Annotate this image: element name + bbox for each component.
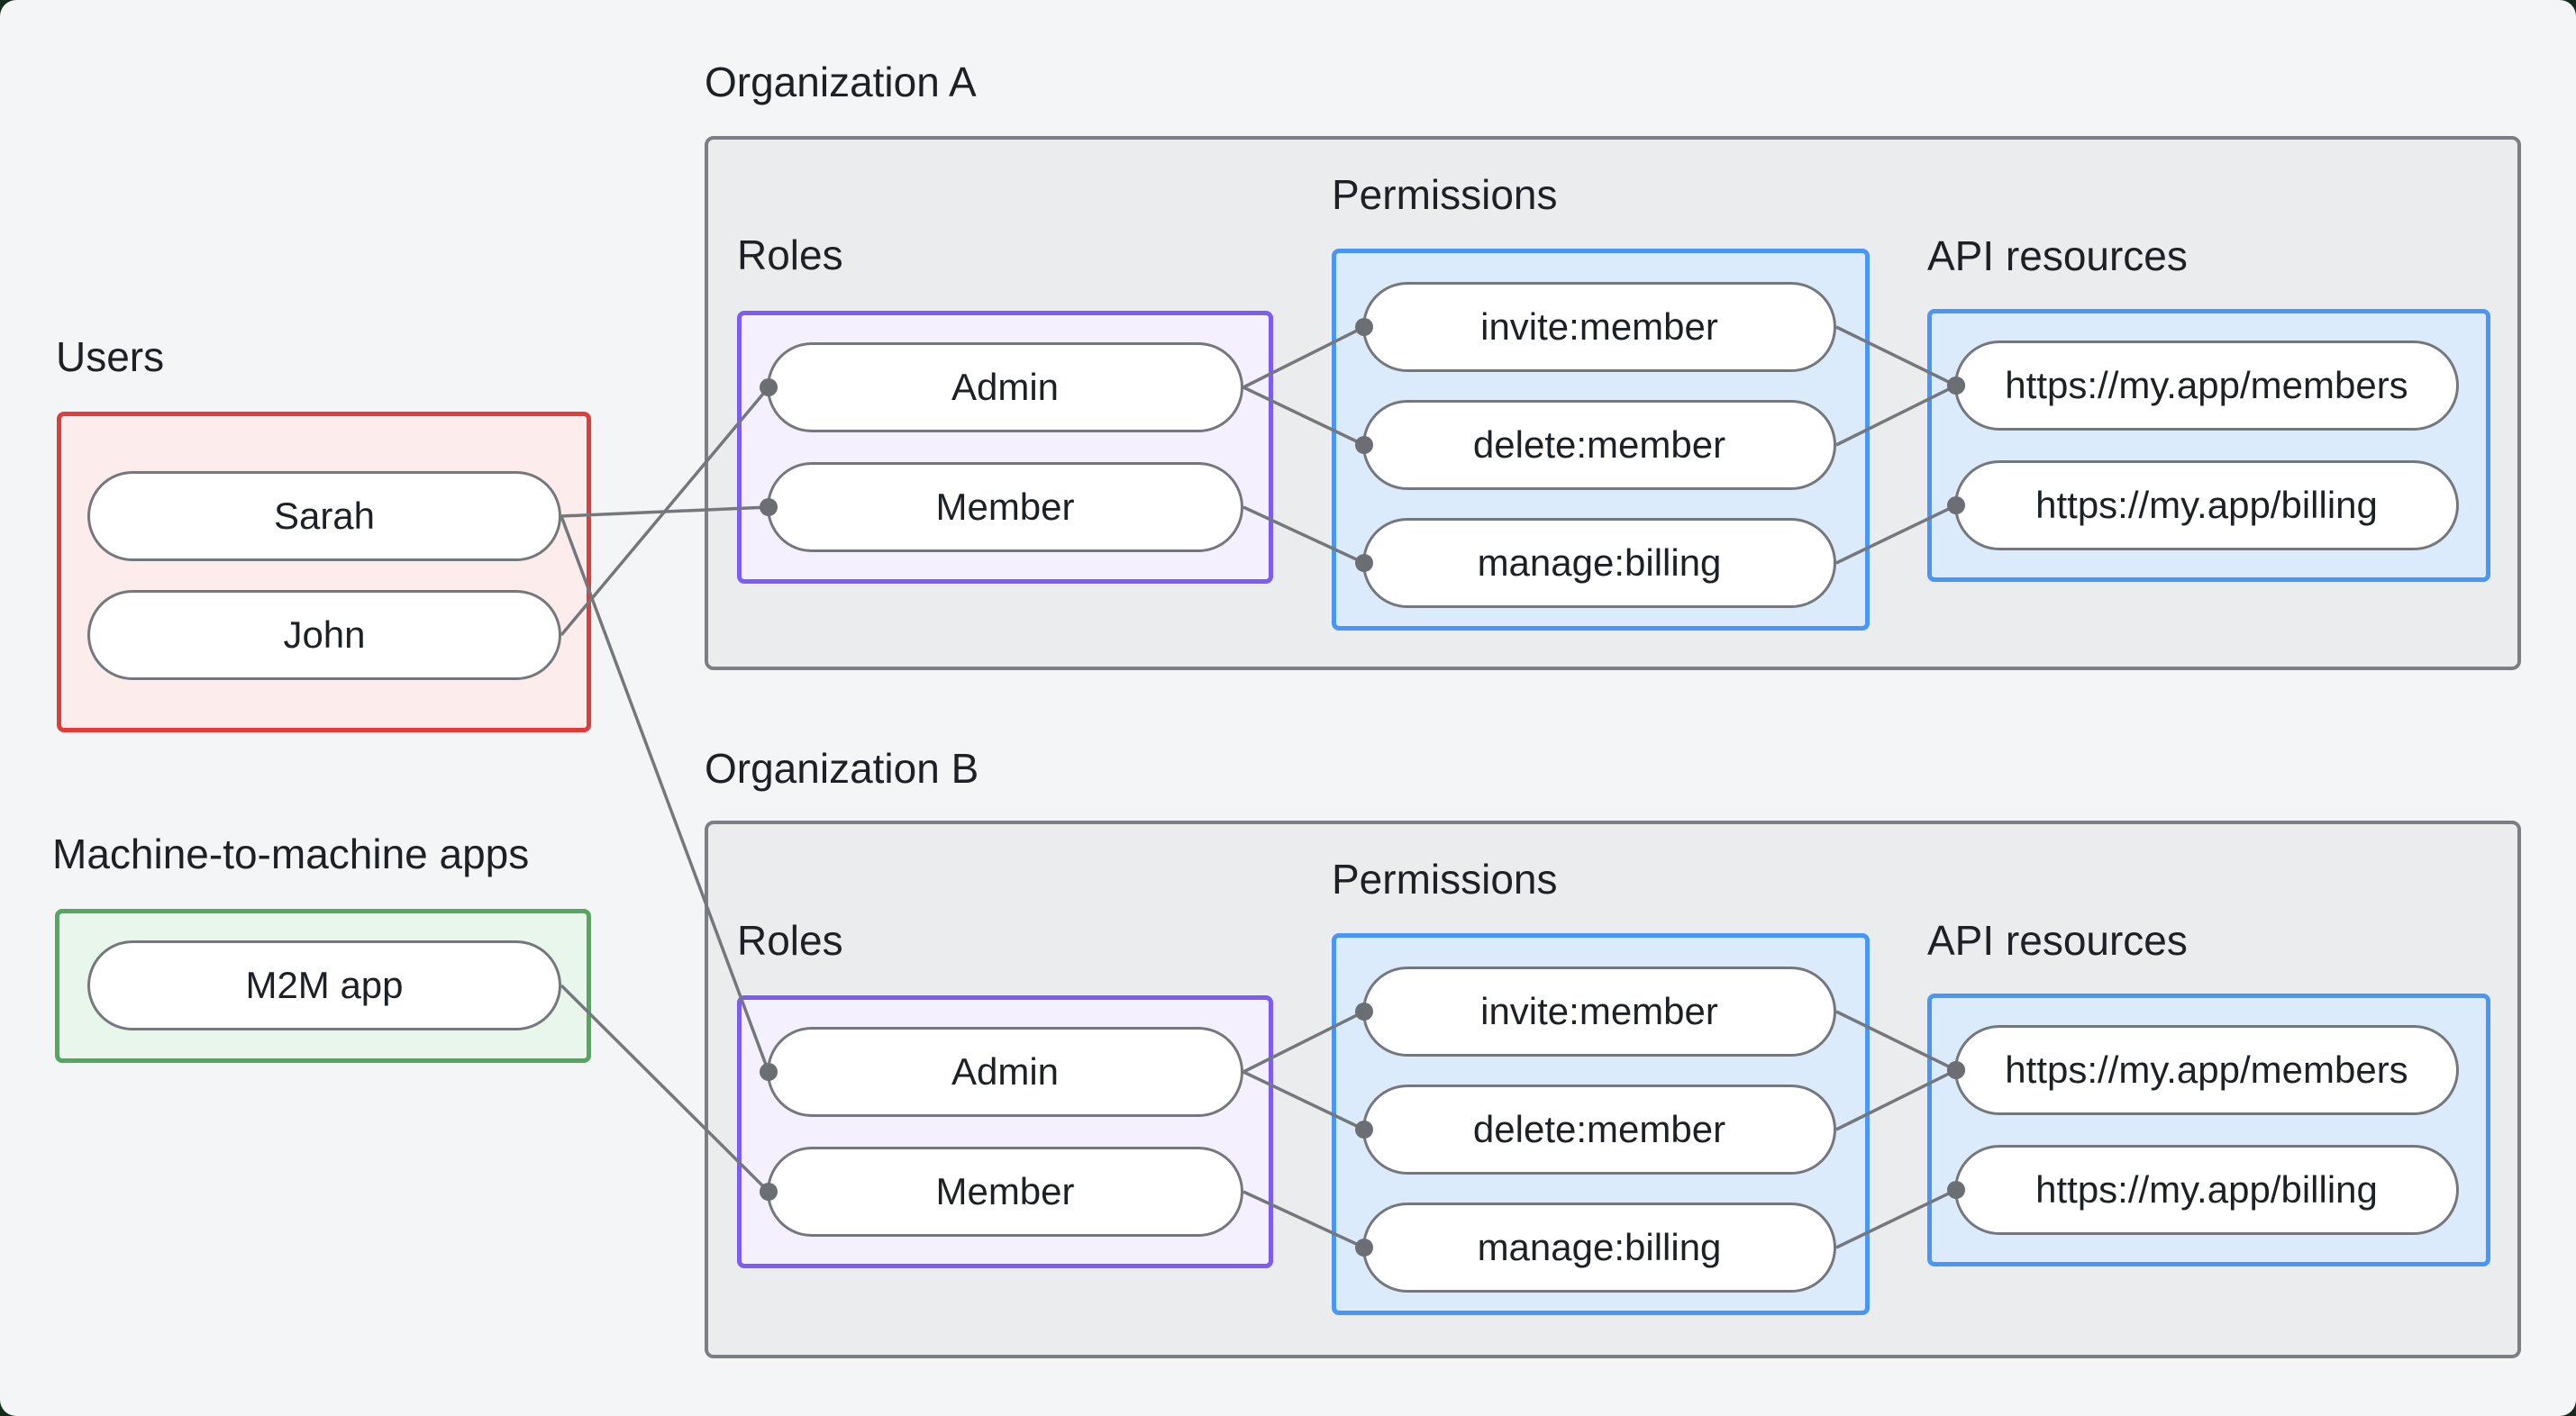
node-org-a-role-admin: Admin <box>767 342 1243 432</box>
org-a-title: Organization A <box>705 59 977 105</box>
org-a-roles-label: Roles <box>737 231 843 278</box>
node-org-a-perm-delete: delete:member <box>1362 400 1836 490</box>
node-org-b-api-members: https://my.app/members <box>1954 1025 2459 1115</box>
node-m2m-app: M2M app <box>87 940 561 1030</box>
m2m-label: Machine-to-machine apps <box>52 831 530 877</box>
org-b-api-label: API resources <box>1927 917 2188 964</box>
node-org-b-perm-manage: manage:billing <box>1362 1203 1836 1293</box>
org-b-permissions-label: Permissions <box>1332 856 1558 903</box>
node-org-b-api-billing: https://my.app/billing <box>1954 1145 2459 1235</box>
org-b-roles-label: Roles <box>737 917 843 964</box>
node-org-b-perm-invite: invite:member <box>1362 967 1836 1057</box>
node-org-a-perm-invite: invite:member <box>1362 282 1836 372</box>
node-org-a-api-members: https://my.app/members <box>1954 340 2459 431</box>
node-org-b-perm-delete: delete:member <box>1362 1085 1836 1175</box>
users-box <box>57 412 591 732</box>
org-b-title: Organization B <box>705 745 979 792</box>
org-a-api-label: API resources <box>1927 232 2188 279</box>
node-user-sarah: Sarah <box>87 471 561 561</box>
node-org-a-perm-manage: manage:billing <box>1362 518 1836 608</box>
org-a-permissions-label: Permissions <box>1332 171 1558 218</box>
node-org-a-role-member: Member <box>767 462 1243 552</box>
node-org-b-role-member: Member <box>767 1147 1243 1237</box>
users-label: Users <box>56 333 165 380</box>
node-org-a-api-billing: https://my.app/billing <box>1954 460 2459 550</box>
node-org-b-role-admin: Admin <box>767 1027 1243 1117</box>
node-user-john: John <box>87 590 561 680</box>
